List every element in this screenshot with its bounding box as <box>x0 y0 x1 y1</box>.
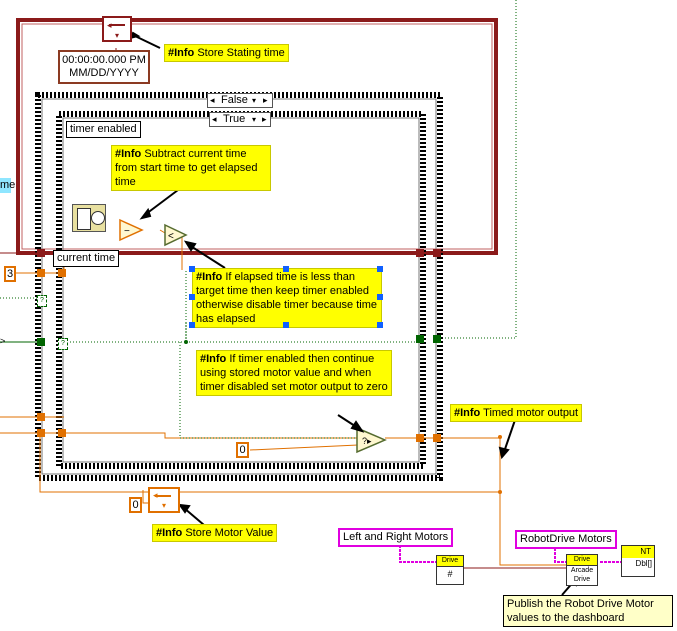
network-tables-vi-icon[interactable]: NT Dbl[] <box>621 545 655 577</box>
selection-handle[interactable] <box>377 266 383 272</box>
note-store-motor: #Info Store Motor Value <box>152 524 278 542</box>
while-loop-frame <box>16 18 498 255</box>
tunnel <box>58 429 66 437</box>
bool-indicator: ? <box>37 295 47 307</box>
case-dropdown-icon[interactable]: ▾ <box>252 96 257 105</box>
tunnel <box>58 269 66 277</box>
constant-0-outer[interactable]: 0 <box>129 497 142 513</box>
note-elapsed: #Info If elapsed time is less than targe… <box>192 268 382 328</box>
select-node <box>356 426 387 454</box>
case-selector-outer-label: False <box>221 94 248 106</box>
drive-vi-icon[interactable]: Drive # <box>436 555 464 585</box>
selection-handle[interactable] <box>377 294 383 300</box>
selection-handle[interactable] <box>283 322 289 328</box>
selection-handle[interactable] <box>377 322 383 328</box>
selection-handle[interactable] <box>283 266 289 272</box>
tunnel <box>37 249 45 257</box>
less-than-node <box>164 223 188 247</box>
note-store-start: #Info Store Stating time <box>164 44 289 62</box>
tunnel <box>37 269 45 277</box>
timestamp-date: MM/DD/YYYY <box>69 67 139 79</box>
svg-text:−: − <box>124 226 130 237</box>
feedback-node-bottom[interactable]: ◂ ▾ <box>148 487 180 513</box>
subtract-node <box>119 218 144 242</box>
partial-label-left: me <box>0 178 16 193</box>
arrow-left-edge-icon: > <box>0 336 6 346</box>
case-selector-inner-label: True <box>223 113 246 125</box>
arcade-drive-vi-icon[interactable]: Drive Arcade Drive <box>566 554 598 586</box>
svg-text:<: < <box>168 231 174 242</box>
tunnel <box>433 249 441 257</box>
tunnel <box>416 249 424 257</box>
feedback-node-top[interactable]: ◂ ▾ <box>102 16 132 42</box>
note-subtract: #Info Subtract current time from start t… <box>111 145 271 191</box>
case-selector-outer[interactable]: ◂ False ▾ ▸ <box>207 93 273 108</box>
note-timer-enabled: #Info If timer enabled then continue usi… <box>196 350 392 396</box>
selection-handle[interactable] <box>189 322 195 328</box>
pink-wire <box>399 545 448 563</box>
tunnel <box>416 434 424 442</box>
bool-wire-right <box>438 0 517 339</box>
robotdrive-motors-label: RobotDrive Motors <box>515 530 617 549</box>
bool-indicator: ? <box>58 338 68 350</box>
case-next-icon[interactable]: ▸ <box>263 95 268 105</box>
tunnel <box>416 335 424 343</box>
wire-junction <box>498 435 502 439</box>
case-prev-icon[interactable]: ◂ <box>210 95 215 105</box>
timestamp-time: 00:00:00.000 PM <box>62 54 146 66</box>
wire-junction <box>498 490 502 494</box>
left-right-motors-label: Left and Right Motors <box>338 528 454 547</box>
selection-handle[interactable] <box>189 266 195 272</box>
timer-enabled-label: timer enabled <box>66 121 141 138</box>
constant-0-inner[interactable]: 0 <box>236 442 249 458</box>
case-dropdown-icon[interactable]: ▾ <box>252 115 257 124</box>
selection-handle[interactable] <box>189 294 195 300</box>
note-publish: Publish the Robot Drive Motor values to … <box>503 595 673 627</box>
constant-3[interactable]: 3 <box>4 266 16 282</box>
current-time-label: current time <box>53 250 120 267</box>
case-selector-inner[interactable]: ◂ True ▾ ▸ <box>209 112 271 127</box>
tunnel <box>433 335 441 343</box>
case-prev-icon[interactable]: ◂ <box>212 114 217 124</box>
tunnel <box>37 429 45 437</box>
case-next-icon[interactable]: ▸ <box>262 114 267 124</box>
tunnel <box>433 434 441 442</box>
tunnel <box>37 413 45 421</box>
tunnel <box>37 338 45 346</box>
note-timed-output: #Info Timed motor output <box>450 404 583 422</box>
svg-text:?▸: ?▸ <box>362 436 372 446</box>
wire-junction <box>184 340 188 344</box>
timestamp-constant[interactable]: 00:00:00.000 PM MM/DD/YYYY <box>58 50 150 84</box>
get-current-time-icon[interactable] <box>72 204 106 232</box>
